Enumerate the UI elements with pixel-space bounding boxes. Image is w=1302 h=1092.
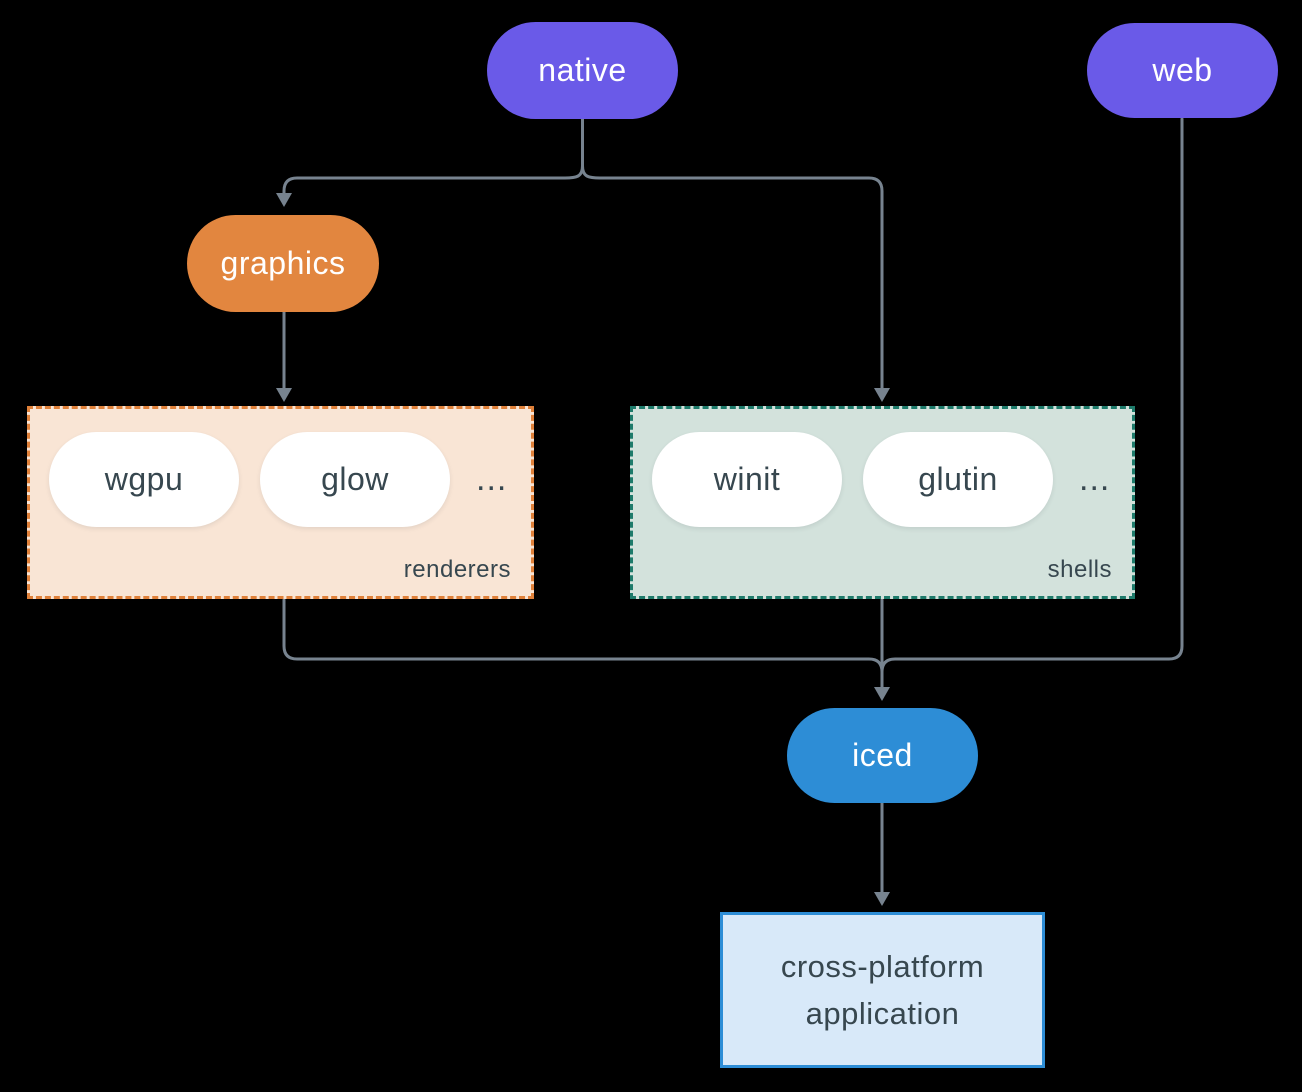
pill-winit: winit bbox=[652, 432, 842, 527]
group-label-shells: shells bbox=[1047, 556, 1112, 583]
group-renderers: wgpu glow ... renderers bbox=[27, 406, 534, 599]
arrowhead-into-graphics bbox=[276, 193, 292, 207]
node-graphics: graphics bbox=[187, 215, 379, 312]
pill-wgpu: wgpu bbox=[49, 432, 239, 527]
node-app: cross-platform application bbox=[720, 912, 1045, 1068]
renderers-ellipsis: ... bbox=[476, 460, 508, 498]
edge-native-graphics bbox=[282, 164, 584, 195]
pill-glow: glow bbox=[260, 432, 450, 527]
node-native: native bbox=[487, 22, 678, 119]
app-label-line1: cross-platform bbox=[780, 949, 985, 984]
pill-glutin: glutin bbox=[863, 432, 1053, 527]
group-label-renderers: renderers bbox=[403, 556, 511, 583]
node-web: web bbox=[1087, 23, 1278, 118]
renderers-row: wgpu glow ... bbox=[30, 409, 531, 527]
arrowhead-into-shells bbox=[874, 388, 890, 402]
shells-row: winit glutin ... bbox=[633, 409, 1132, 527]
app-label-line2: application bbox=[805, 996, 960, 1031]
edge-native-shells bbox=[581, 164, 884, 390]
group-shells: winit glutin ... shells bbox=[630, 406, 1135, 599]
arrowhead-into-renderers bbox=[276, 388, 292, 402]
node-iced: iced bbox=[787, 708, 978, 803]
arrowhead-into-app bbox=[874, 892, 890, 906]
arrowhead-into-iced bbox=[874, 687, 890, 701]
edge-renderers-iced bbox=[282, 598, 884, 674]
shells-ellipsis: ... bbox=[1079, 460, 1111, 498]
